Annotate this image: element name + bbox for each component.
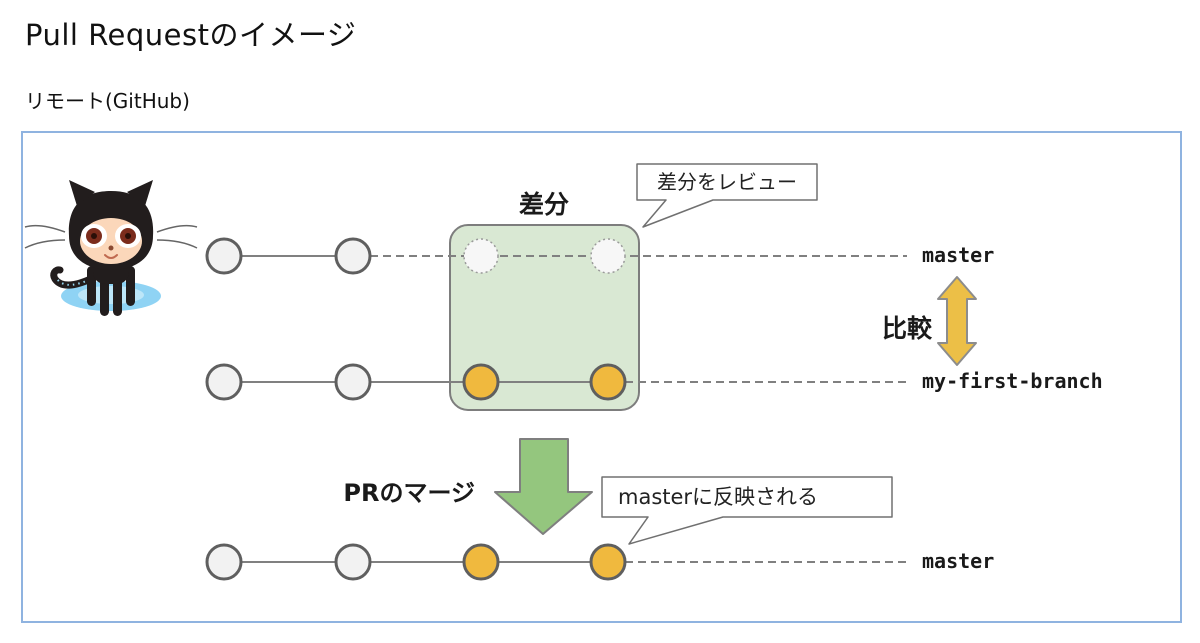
diff-label: 差分 bbox=[518, 190, 569, 219]
merge-bubble-text: masterに反映される bbox=[618, 485, 819, 509]
compare-label: 比較 bbox=[881, 314, 932, 343]
branch-label-master-top: master bbox=[922, 243, 995, 267]
commit-node-new bbox=[462, 543, 500, 581]
octocat-ear-left bbox=[69, 180, 95, 206]
merge-arrow bbox=[494, 438, 593, 535]
merge-label: PRのマージ bbox=[343, 479, 475, 507]
commit-node bbox=[334, 237, 372, 275]
octocat-ear-right bbox=[127, 180, 153, 206]
commit-node bbox=[334, 363, 372, 401]
commit-node-placeholder bbox=[463, 238, 499, 274]
commit-node bbox=[334, 543, 372, 581]
commit-node-placeholder bbox=[590, 238, 626, 274]
octocat-whiskers bbox=[24, 224, 198, 249]
review-bubble-text: 差分をレビュー bbox=[657, 170, 797, 194]
commit-node bbox=[205, 363, 243, 401]
octocat-nose bbox=[108, 245, 114, 251]
branch-label-my-first-branch: my-first-branch bbox=[922, 369, 1103, 393]
review-bubble bbox=[636, 163, 818, 228]
octocat-mouth bbox=[104, 254, 118, 259]
octocat-tail bbox=[50, 266, 101, 289]
branch-label-master-bottom: master bbox=[922, 549, 995, 573]
commit-node-new bbox=[589, 363, 627, 401]
commit-node-new bbox=[462, 363, 500, 401]
pull-request-diagram bbox=[24, 163, 977, 581]
page-title: Pull Requestのイメージ bbox=[25, 18, 357, 52]
commit-node bbox=[205, 543, 243, 581]
commit-node-new bbox=[589, 543, 627, 581]
diff-box bbox=[449, 224, 640, 411]
commit-node bbox=[205, 237, 243, 275]
octocat-icon bbox=[24, 180, 198, 316]
remote-github-frame: 差分 差分をレビュー master 比較 my-first-branch PRの… bbox=[21, 131, 1182, 623]
merged-bubble bbox=[601, 476, 893, 545]
remote-github-label: リモート(GitHub) bbox=[25, 89, 190, 113]
compare-arrow bbox=[937, 276, 977, 366]
